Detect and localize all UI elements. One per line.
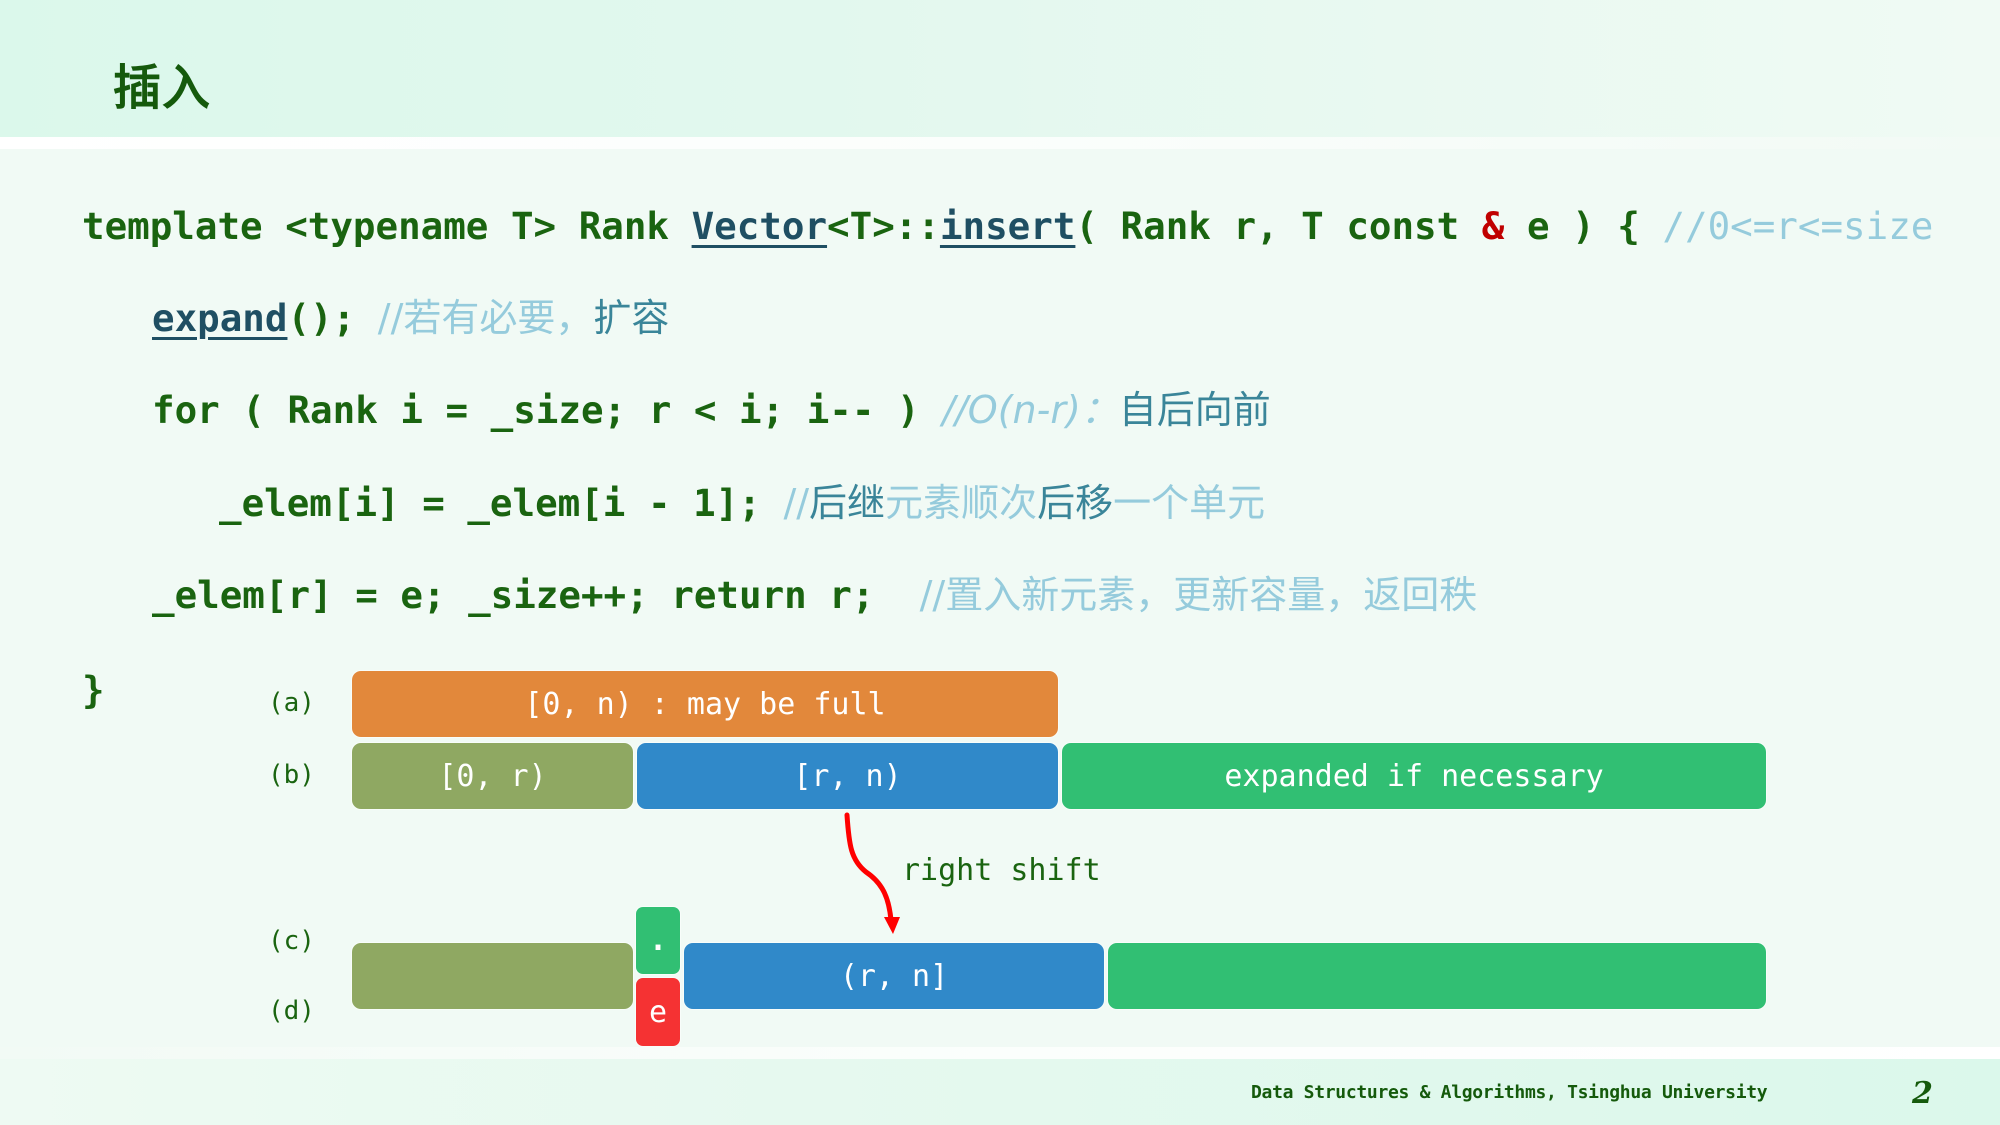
comment-one-unit: 一个单元 bbox=[1113, 481, 1266, 525]
slot-new-element: e bbox=[636, 978, 680, 1046]
bar-shifted: (r, n] bbox=[684, 943, 1104, 1009]
class-name-vector: Vector bbox=[691, 204, 828, 248]
comment-complexity: //O(n-r)： bbox=[942, 388, 1119, 432]
code-place-and-return: _elem[r] = e; _size++; return r; bbox=[152, 573, 920, 617]
footer-band bbox=[0, 1059, 2000, 1125]
right-shift-label: right shift bbox=[902, 853, 1101, 888]
slot-vacated: . bbox=[636, 907, 680, 974]
row-label-c: (c) bbox=[268, 926, 315, 956]
comment-place-update-return: //置入新元素，更新容量，返回秩 bbox=[919, 573, 1478, 617]
bar-shifted-label: (r, n] bbox=[839, 958, 949, 994]
bar-expansion-after bbox=[1108, 943, 1766, 1009]
bar-prefix: [0, r) bbox=[352, 743, 633, 809]
code-for-loop: for ( Rank i = _size; r < i; i-- ) bbox=[152, 388, 943, 432]
bar-full-range: [0, n) : may be full bbox=[352, 671, 1058, 737]
arrow-head-icon bbox=[884, 917, 900, 934]
bar-prefix-label: [0, r) bbox=[438, 758, 547, 794]
header-divider bbox=[0, 137, 2000, 149]
header-band bbox=[0, 0, 2000, 137]
row-label-b: (b) bbox=[268, 760, 315, 790]
code-args-end: e ) { bbox=[1504, 204, 1663, 248]
function-name-expand: expand bbox=[152, 296, 288, 340]
reference-ampersand: & bbox=[1481, 204, 1505, 248]
slot-vacated-label: . bbox=[648, 923, 668, 958]
bar-expansion-label: expanded if necessary bbox=[1224, 758, 1604, 794]
code-call-end: (); bbox=[287, 296, 378, 340]
bar-suffix-label: [r, n) bbox=[793, 758, 902, 794]
bar-full-range-label: [0, n) : may be full bbox=[524, 686, 886, 722]
code-signature-prefix: template <typename T> Rank bbox=[82, 204, 692, 248]
closing-brace: } bbox=[82, 668, 105, 712]
footer-divider bbox=[0, 1047, 2000, 1059]
right-shift-arrow-curve bbox=[844, 812, 894, 923]
comment-move-back: 后移 bbox=[1037, 481, 1114, 525]
row-label-d: (d) bbox=[268, 996, 315, 1026]
page-number: 2 bbox=[1912, 1076, 1933, 1111]
comment-slashes: // bbox=[783, 481, 810, 525]
code-line-2: expand(); //若有必要，扩容 bbox=[152, 296, 669, 340]
slide-title: 插入 bbox=[113, 60, 212, 116]
code-template-scope: <T>:: bbox=[827, 204, 940, 248]
code-line-5: _elem[r] = e; _size++; return r; //置入新元素… bbox=[152, 573, 1477, 617]
comment-if-necessary: //若有必要， bbox=[377, 296, 594, 340]
code-line-3: for ( Rank i = _size; r < i; i-- ) //O(n… bbox=[152, 388, 1271, 432]
footer-course-title: Data Structures & Algorithms, Tsinghua U… bbox=[1251, 1082, 1768, 1103]
bar-expansion: expanded if necessary bbox=[1062, 743, 1766, 809]
code-line-4: _elem[i] = _elem[i - 1]; //后继元素顺次后移一个单元 bbox=[219, 481, 1265, 525]
code-args: ( Rank r, T const bbox=[1075, 204, 1482, 248]
comment-back-to-front: 自后向前 bbox=[1118, 388, 1271, 432]
function-name-insert: insert bbox=[939, 204, 1076, 248]
comment-precondition: //0<=r<=size bbox=[1662, 204, 1934, 248]
code-shift-assignment: _elem[i] = _elem[i - 1]; bbox=[219, 481, 784, 525]
comment-expand: 扩容 bbox=[593, 296, 670, 340]
slot-new-element-label: e bbox=[648, 994, 668, 1030]
comment-successor: 后继 bbox=[809, 481, 886, 525]
row-label-a: (a) bbox=[268, 688, 315, 718]
bar-suffix: [r, n) bbox=[637, 743, 1058, 809]
code-line-1: template <typename T> Rank Vector<T>::in… bbox=[82, 204, 1933, 248]
comment-elements-in-order: 元素顺次 bbox=[885, 481, 1038, 525]
bar-prefix-after bbox=[352, 943, 633, 1009]
